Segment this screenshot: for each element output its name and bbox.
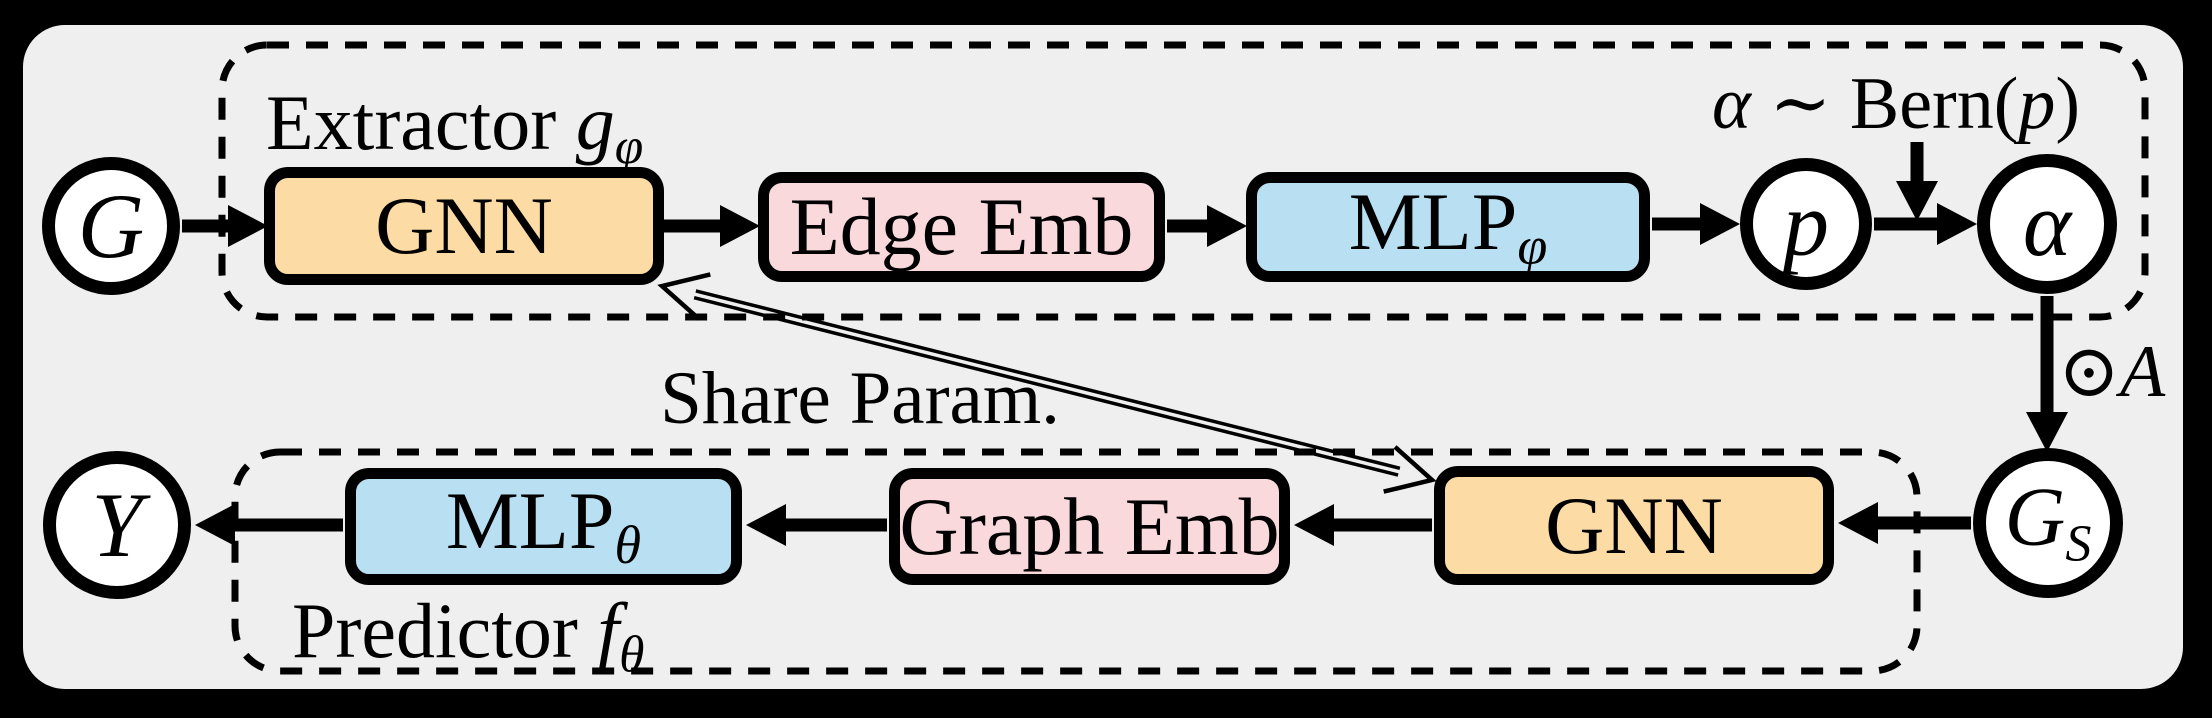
share-param-double-arrow [657,272,1437,494]
arrow-edge-emb-to-mlp-phi [1167,205,1247,247]
arrow-mlp-theta-to-y [195,504,343,546]
node-gs: GS [1973,448,2123,598]
node-p-label: p [1783,173,1829,275]
odot-a-label: ⊙A [2058,331,2166,413]
arrow-gs-to-gnn-bottom [1838,502,1971,544]
arrow-bern-sample [1896,142,1938,221]
graph-emb-block: Graph Emb [889,468,1290,585]
panel-background [10,12,2196,702]
node-p: p [1740,158,1872,290]
gnn-top-block: GNN [264,167,664,285]
node-y-label: Y [91,474,143,576]
mlp-theta-block: MLPθ [345,468,742,585]
edge-emb-block: Edge Emb [758,172,1165,282]
node-y: Y [43,451,191,599]
gnn-bottom-label: GNN [1545,479,1723,571]
edge-emb-label: Edge Emb [789,181,1134,272]
node-alpha: α [1977,154,2117,294]
arrow-g-to-gnn [182,205,268,247]
node-alpha-label: α [2022,173,2072,275]
mlp-theta-label: MLPθ [445,475,642,576]
share-param-label: Share Param. [660,357,1060,440]
mlp-phi-label: MLPφ [1348,175,1548,277]
node-gs-label: GS [2004,470,2092,573]
mlp-phi-block: MLPφ [1246,172,1650,282]
arrow-alpha-to-gs [2026,296,2068,452]
predictor-dashed-box [231,448,1921,675]
arrow-p-to-alpha [1874,203,1977,245]
extractor-label: Extractor gφ [266,79,644,176]
gnn-top-label: GNN [375,180,553,271]
node-g: G [42,157,180,295]
arrow-graph-emb-to-mlp-theta [746,504,887,546]
arrow-gnn-bottom-to-graph-emb [1294,504,1432,546]
predictor-label: Predictor fθ [292,587,645,684]
arrow-gnn-to-edge-emb [662,205,760,247]
node-g-label: G [77,175,145,277]
bern-label: α ∼ Bern(p) [1712,63,2080,145]
extractor-dashed-box [218,41,2149,321]
gnn-bottom-block: GNN [1434,466,1834,585]
graph-emb-label: Graph Emb [899,480,1280,572]
arrow-mlp-phi-to-p [1652,203,1740,245]
